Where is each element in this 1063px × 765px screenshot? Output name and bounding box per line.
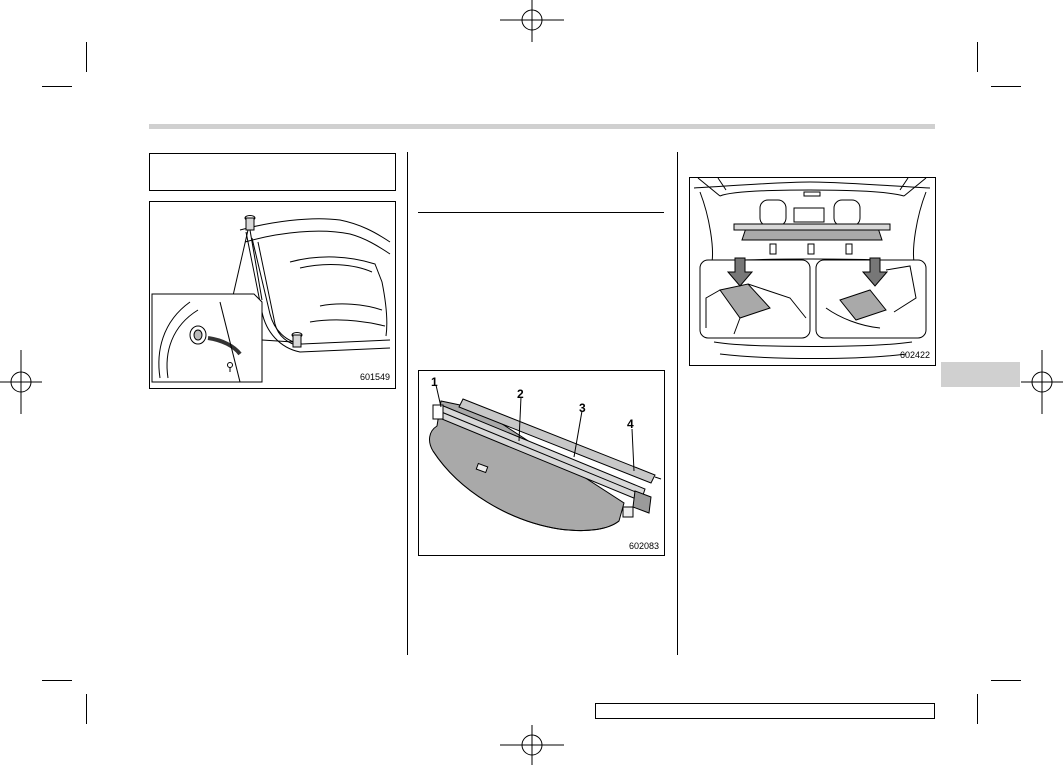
note-box (149, 153, 396, 191)
figure-2-code: 602083 (629, 541, 660, 551)
figure-2-callout-4: 4 (627, 417, 634, 431)
figure-3: 602422 (689, 177, 936, 366)
figure-3-code: 602422 (900, 350, 931, 360)
figure-1-code: 601549 (360, 372, 391, 382)
registration-mark-left (0, 350, 42, 414)
footer-box (595, 703, 935, 719)
figure-3-illustration (693, 178, 931, 359)
figure-2-callout-2: 2 (517, 387, 524, 401)
registration-mark-right (1021, 350, 1063, 414)
middle-heading-rule (418, 212, 664, 213)
column-separator-2 (677, 152, 678, 655)
figure-1: 601549 (149, 201, 396, 389)
figure-2-callout-1: 1 (431, 375, 438, 389)
column-separator-1 (407, 152, 408, 655)
figure-1-illustration (151, 215, 391, 383)
figure-2-illustration (429, 384, 662, 532)
registration-mark-top (500, 0, 564, 42)
figure-2: 1 2 3 4 602083 (418, 370, 665, 556)
registration-mark-bottom (500, 725, 564, 765)
figure-2-callout-3: 3 (579, 401, 586, 415)
section-tab (941, 362, 1020, 387)
header-rule (149, 124, 935, 129)
